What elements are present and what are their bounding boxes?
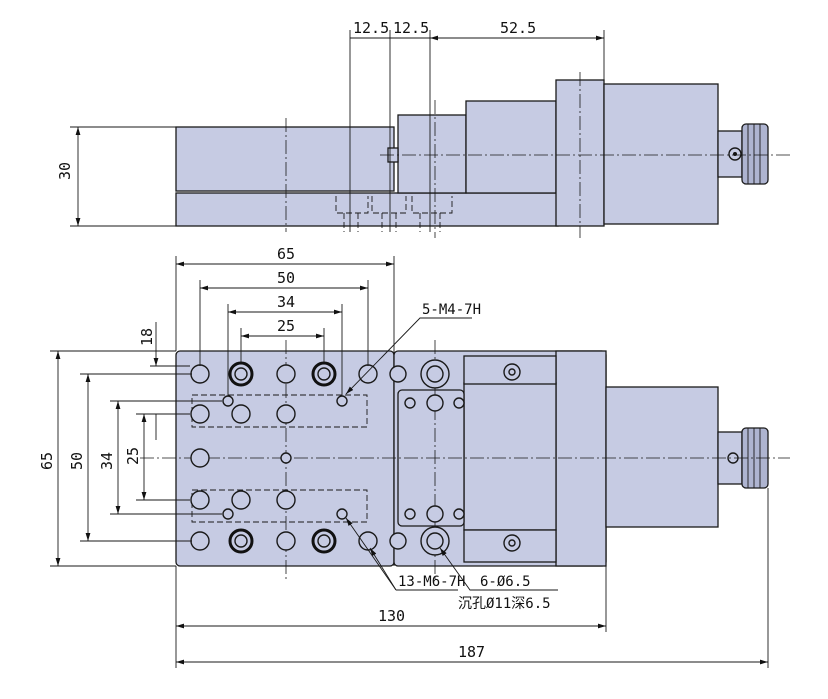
side-screw-housing bbox=[465, 100, 557, 194]
side-carriage bbox=[175, 126, 395, 192]
plan-end-plate bbox=[555, 350, 607, 567]
dim-52-5: 52.5 bbox=[500, 19, 536, 37]
plan-view: 65 50 34 25 65 50 34 25 18 bbox=[38, 245, 790, 668]
dim-65-top: 65 bbox=[277, 245, 295, 263]
callout-counterbore: 沉孔Ø11深6.5 bbox=[458, 596, 551, 612]
carriage-holes bbox=[190, 361, 378, 554]
callout-holes: 6-Ø6.5 bbox=[480, 574, 531, 590]
dim-34-top: 34 bbox=[277, 293, 295, 311]
dim-50-top: 50 bbox=[277, 269, 295, 287]
callout-m6: 13-M6-7H bbox=[398, 574, 465, 590]
side-motor-body bbox=[603, 83, 719, 225]
side-base bbox=[175, 192, 559, 227]
plan-motor bbox=[605, 386, 719, 528]
side-view: 30 12.5 12.5 52.5 bbox=[56, 19, 790, 238]
dim-25-top: 25 bbox=[277, 317, 295, 335]
base-holes bbox=[389, 359, 521, 556]
dim-65-left: 65 bbox=[38, 452, 56, 470]
dim-12-5-a: 12.5 bbox=[353, 19, 389, 37]
dim-30: 30 bbox=[56, 162, 74, 180]
dim-12-5-b: 12.5 bbox=[393, 19, 429, 37]
dim-50-left: 50 bbox=[68, 452, 86, 470]
dim-34-left: 34 bbox=[98, 452, 116, 470]
plan-screw-housing bbox=[463, 382, 557, 531]
side-middle-block bbox=[397, 114, 467, 194]
dim-18: 18 bbox=[138, 328, 156, 346]
side-knob bbox=[741, 123, 769, 185]
callout-m4: 5-M4-7H bbox=[422, 302, 481, 318]
dim-130: 130 bbox=[378, 607, 405, 625]
dim-187: 187 bbox=[458, 643, 485, 661]
dim-25-left: 25 bbox=[124, 447, 142, 465]
